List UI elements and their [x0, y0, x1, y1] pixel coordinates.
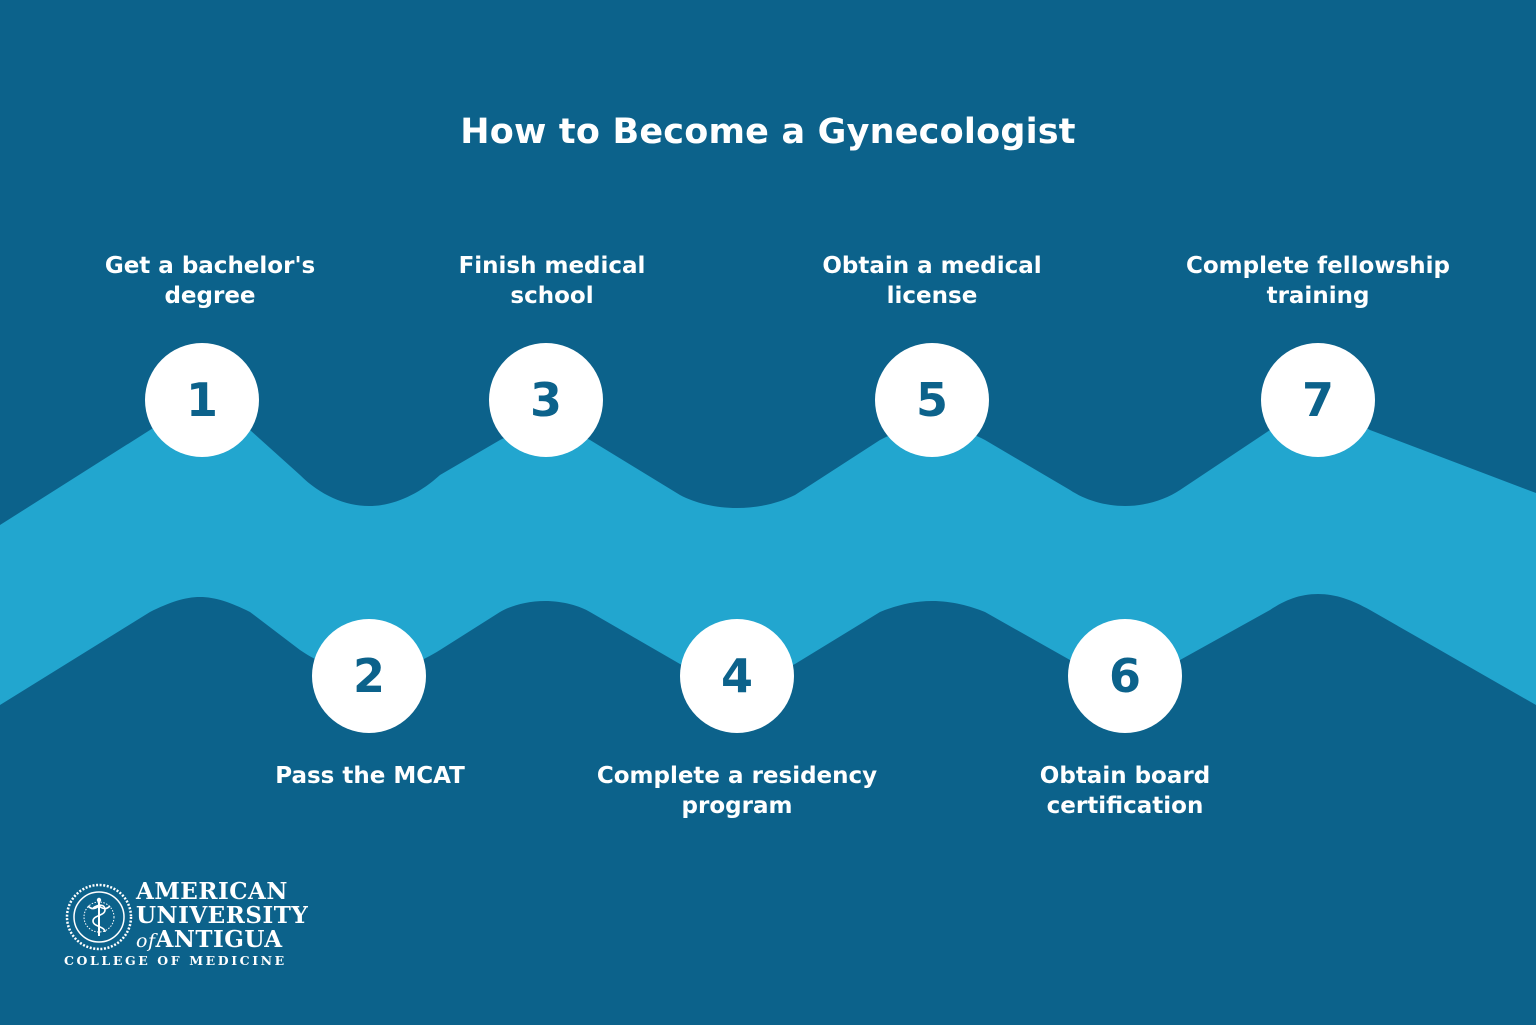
step-2-circle: 2 [312, 619, 426, 733]
step-5-circle: 5 [875, 343, 989, 457]
step-3-label-line: school [510, 283, 594, 309]
logo-line-college: COLLEGE OF MEDICINE [64, 953, 287, 968]
step-7-circle: 7 [1261, 343, 1375, 457]
step-6-circle: 6 [1068, 619, 1182, 733]
step-7-label-line: Complete fellowship [1185, 253, 1451, 279]
step-1-label-line: Get a bachelor's [104, 253, 316, 279]
university-logo: AMERICAN UNIVERSITY ofANTIGUA COLLEGE OF… [64, 878, 308, 974]
step-5-label: Obtain a medical license [762, 251, 1102, 311]
step-4-label: Complete a residency program [567, 761, 907, 821]
step-3-label-line: Finish medical [458, 253, 646, 279]
step-7-label: Complete fellowship training [1148, 251, 1488, 311]
step-2-label: Pass the MCAT [200, 761, 540, 791]
step-6-label-line: certification [1046, 793, 1204, 819]
step-7-label-line: training [1266, 283, 1370, 309]
step-5-label-line: Obtain a medical [822, 253, 1042, 279]
logo-line-american: AMERICAN [136, 878, 288, 905]
step-6-number: 6 [1108, 649, 1141, 703]
step-3-label: Finish medical school [382, 251, 722, 311]
step-2-label-line: Pass the MCAT [275, 763, 465, 789]
step-4-number: 4 [720, 649, 753, 703]
step-5-number: 5 [915, 373, 948, 427]
step-6-label-line: Obtain board [1039, 763, 1211, 789]
step-2-number: 2 [352, 649, 385, 703]
step-1-label: Get a bachelor's degree [40, 251, 380, 311]
step-7-number: 7 [1301, 373, 1334, 427]
step-4-label-line: Complete a residency [596, 763, 878, 789]
step-6-label: Obtain board certification [955, 761, 1295, 821]
step-4-circle: 4 [680, 619, 794, 733]
logo-line-university: UNIVERSITY [136, 902, 309, 929]
step-1-label-line: degree [164, 283, 256, 309]
step-5-label-line: license [886, 283, 978, 309]
seal-caduceus-icon [65, 883, 133, 951]
step-1-circle: 1 [145, 343, 259, 457]
page-title: How to Become a Gynecologist [460, 112, 1076, 152]
step-3-circle: 3 [489, 343, 603, 457]
logo-of: of [136, 930, 156, 952]
step-4-label-line: program [681, 793, 793, 819]
step-1-number: 1 [185, 373, 218, 427]
logo-line-antigua: ofANTIGUA [136, 926, 283, 953]
logo-antigua-word: ANTIGUA [155, 926, 283, 953]
step-3-number: 3 [529, 373, 562, 427]
